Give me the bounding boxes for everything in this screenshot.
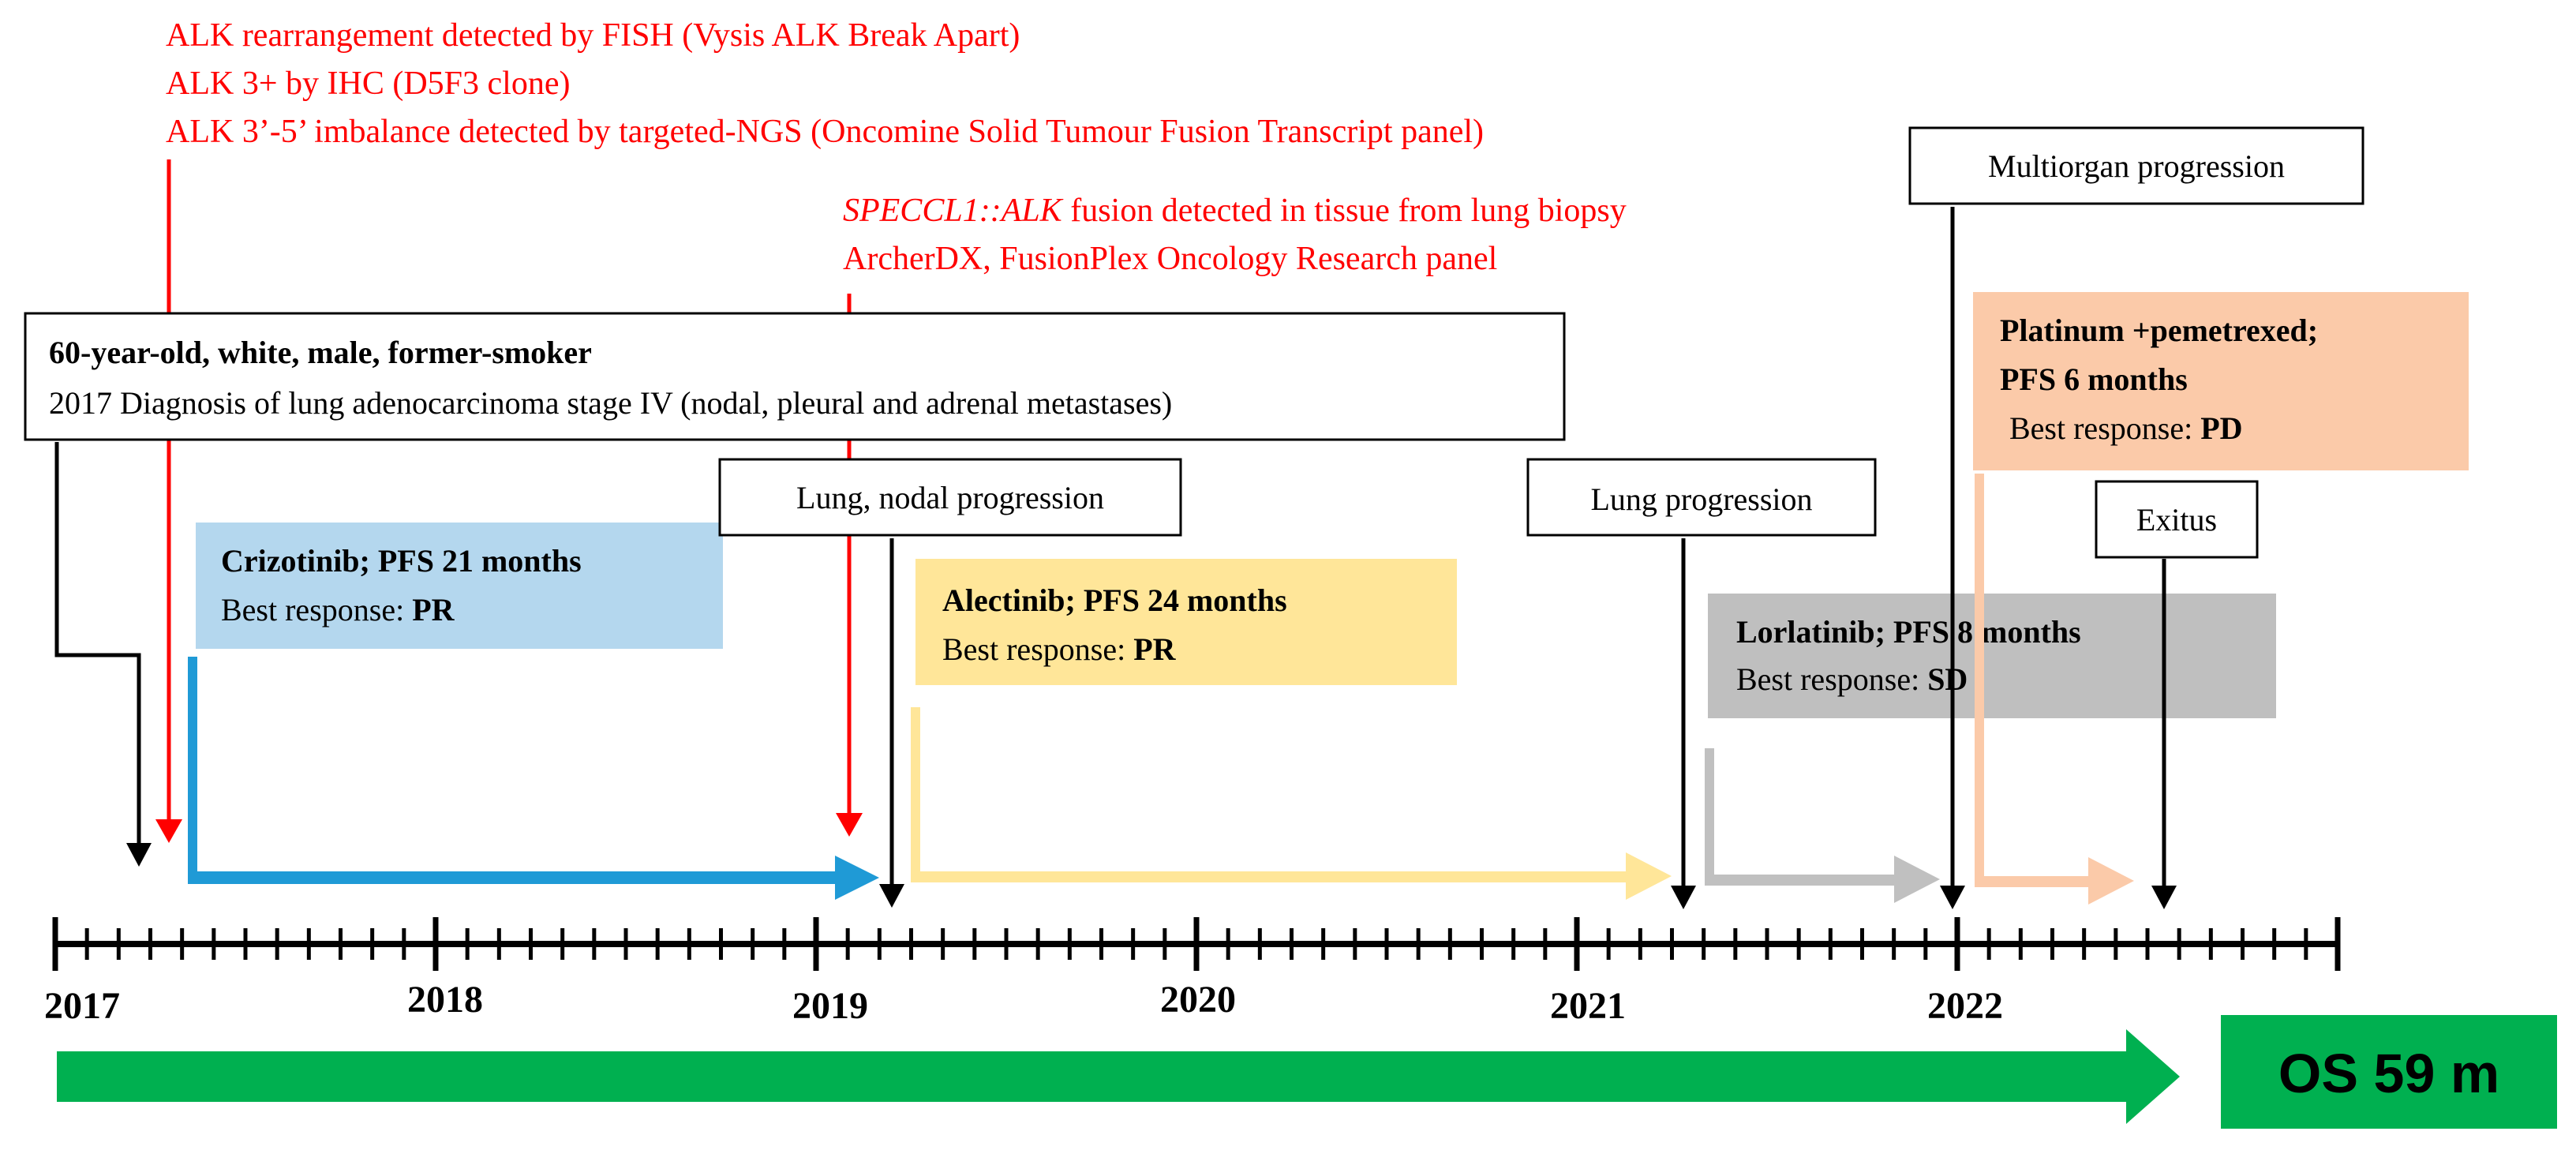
- lung-nodal-progression-label: Lung, nodal progression: [796, 480, 1104, 515]
- overall-survival-arrow: [57, 1029, 2180, 1124]
- patient-info-box: [24, 312, 1566, 441]
- platinum-response: Best response: PD: [2009, 410, 2243, 446]
- lorlatinib-response: Best response: SD: [1736, 661, 1968, 697]
- platinum-title-line2: PFS 6 months: [2000, 361, 2188, 397]
- lung-nodal-progression-arrowhead: [879, 884, 904, 908]
- lung-progression-arrowhead: [1671, 886, 1696, 909]
- year-label-2017: 2017: [44, 985, 120, 1027]
- lorlatinib-title: Lorlatinib; PFS 8 months: [1736, 614, 2081, 650]
- exitus-box: [2095, 480, 2259, 559]
- fusion-description: fusion detected in tissue from lung biop…: [1062, 193, 1627, 229]
- overall-survival-box: [2221, 1015, 2557, 1129]
- timeline-axis: [52, 917, 2341, 971]
- ihc-finding-text: ALK 3+ by IHC (D5F3 clone): [166, 66, 570, 102]
- year-label-2020: 2020: [1160, 979, 1236, 1021]
- crizotinib-duration-arrow: [188, 652, 879, 900]
- crizotinib-response-value: PR: [412, 592, 455, 627]
- lung-progression-label: Lung progression: [1590, 481, 1812, 517]
- exitus-arrowhead: [2151, 886, 2177, 909]
- crizotinib-response: Best response: PR: [221, 592, 455, 627]
- platinum-response-value: PD: [2200, 410, 2242, 446]
- molecular-findings-first: ALK rearrangement detected by FISH (Vysi…: [166, 17, 1484, 150]
- alectinib-response-label: Best response:: [942, 631, 1133, 667]
- fusion-finding-text: SPECCL1::ALK fusion detected in tissue f…: [843, 193, 1627, 229]
- fish-finding-text: ALK rearrangement detected by FISH (Vysi…: [166, 17, 1020, 54]
- alectinib-title: Alectinib; PFS 24 months: [942, 582, 1287, 618]
- diagnosis-arrowhead: [126, 843, 152, 867]
- crizotinib-arrow-start: [188, 657, 197, 871]
- lorlatinib-response-label: Best response:: [1736, 661, 1927, 697]
- alectinib-duration-arrow: [911, 707, 1672, 900]
- platinum-response-label: Best response:: [2009, 410, 2200, 446]
- molecular-arrowhead-1: [155, 819, 182, 843]
- alectinib-response-value: PR: [1133, 631, 1176, 667]
- alectinib-response: Best response: PR: [942, 631, 1177, 667]
- lorlatinib-response-value: SD: [1927, 661, 1968, 697]
- lorlatinib-duration-arrow: [1705, 748, 1940, 903]
- multiorgan-progression-box: [1908, 126, 2364, 205]
- patient-diagnosis: 2017 Diagnosis of lung adenocarcinoma st…: [49, 385, 1172, 421]
- platinum-title-line1: Platinum +pemetrexed;: [2000, 313, 2318, 348]
- fusion-name: SPECCL1::ALK: [843, 193, 1064, 229]
- exitus-label: Exitus: [2136, 502, 2217, 538]
- year-label-2022: 2022: [1927, 985, 2003, 1027]
- alectinib-box: [915, 559, 1457, 685]
- year-label-2018: 2018: [407, 979, 483, 1021]
- crizotinib-box: [196, 523, 723, 649]
- platinum-box: [1973, 292, 2469, 470]
- molecular-arrowhead-2: [836, 813, 863, 837]
- lung-progression-box: [1526, 458, 1877, 537]
- overall-survival-label: OS 59 m: [2278, 1043, 2499, 1104]
- molecular-findings-second: SPECCL1::ALK fusion detected in tissue f…: [843, 193, 1627, 277]
- year-label-2019: 2019: [792, 985, 868, 1027]
- multiorgan-progression-label: Multiorgan progression: [1988, 148, 2285, 184]
- lung-nodal-progression-box: [718, 458, 1182, 537]
- year-labels: 2017 2018 2019 2020 2021 2022: [44, 979, 2003, 1027]
- archer-panel-text: ArcherDX, FusionPlex Oncology Research p…: [843, 241, 1497, 277]
- year-label-2021: 2021: [1550, 985, 1626, 1027]
- crizotinib-response-label: Best response:: [221, 592, 412, 627]
- crizotinib-title: Crizotinib; PFS 21 months: [221, 543, 582, 579]
- patient-demographics: 60-year-old, white, male, former-smoker: [49, 335, 592, 370]
- multiorgan-progression-arrowhead: [1940, 886, 1965, 909]
- lorlatinib-box: [1708, 594, 2276, 718]
- diagnosis-connector: [54, 442, 141, 854]
- ngs-finding-text: ALK 3’-5’ imbalance detected by targeted…: [166, 114, 1484, 150]
